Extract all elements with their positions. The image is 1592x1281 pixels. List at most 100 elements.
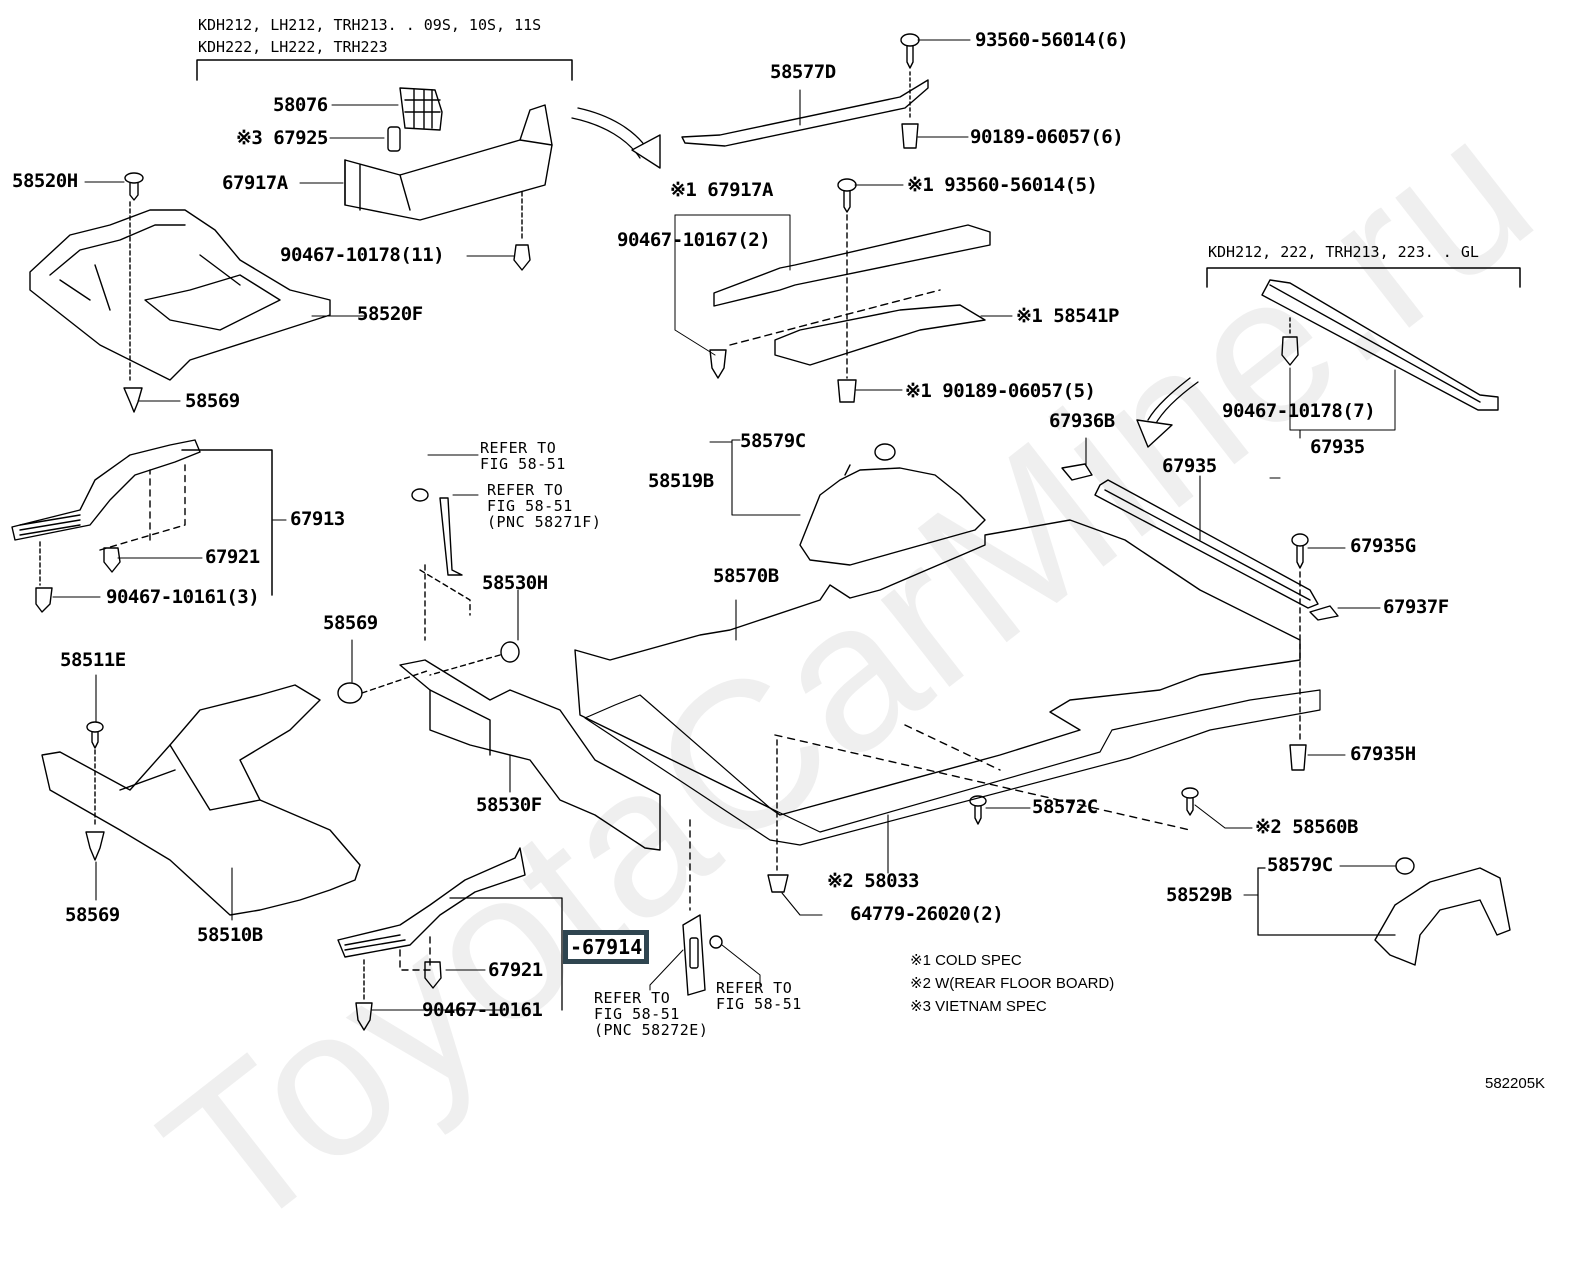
label-58569-top[interactable]: 58569 bbox=[185, 390, 240, 412]
label-64779-26020-2[interactable]: 64779-26020(2) bbox=[850, 903, 1004, 925]
clip-58579C-bottom[interactable] bbox=[1396, 858, 1414, 874]
clip-58560B[interactable] bbox=[1182, 788, 1198, 815]
bolt-67935G[interactable] bbox=[1292, 534, 1308, 568]
part-58510B-floor-cover[interactable] bbox=[42, 685, 360, 915]
refer-to-fig-58-51-pnc-58271F[interactable]: REFER TO FIG 58-51 (PNC 58271F) bbox=[487, 481, 602, 531]
clip-67921-top[interactable] bbox=[104, 548, 120, 572]
label-67913[interactable]: 67913 bbox=[290, 508, 345, 530]
label-93560-56014-6[interactable]: 93560-56014(6) bbox=[975, 29, 1129, 51]
refer-clip-top bbox=[412, 489, 428, 501]
part-67937F-pad[interactable] bbox=[1310, 606, 1338, 620]
label-67914-highlighted[interactable]: -67914 bbox=[563, 930, 650, 964]
part-58530F-duct[interactable] bbox=[400, 660, 660, 850]
applicability-bracket-2 bbox=[1207, 268, 1520, 287]
part-58520H-clip[interactable] bbox=[125, 173, 143, 200]
label-58520F[interactable]: 58520F bbox=[357, 303, 423, 325]
label-93560-56014-5[interactable]: ※1 93560-56014(5) bbox=[907, 174, 1098, 196]
label-58541P[interactable]: ※1 58541P bbox=[1016, 305, 1119, 327]
label-67935-gl[interactable]: 67935 bbox=[1310, 436, 1365, 458]
label-90467-10161[interactable]: 90467-10161 bbox=[422, 999, 543, 1021]
clip-58569-bottom[interactable] bbox=[86, 832, 104, 860]
bolt-93560-mid[interactable] bbox=[838, 179, 856, 212]
label-67935[interactable]: 67935 bbox=[1162, 455, 1217, 477]
label-90467-10161-3[interactable]: 90467-10161(3) bbox=[106, 586, 260, 608]
applicability-bracket-1 bbox=[197, 60, 572, 80]
part-67935-rail[interactable] bbox=[1095, 480, 1318, 608]
label-58579C-bottom[interactable]: 58579C bbox=[1267, 854, 1333, 876]
label-90467-10167-2[interactable]: 90467-10167(2) bbox=[617, 229, 771, 251]
clip-90467-10161[interactable] bbox=[356, 1003, 372, 1030]
label-58572C[interactable]: 58572C bbox=[1032, 796, 1098, 818]
label-67935H[interactable]: 67935H bbox=[1350, 743, 1416, 765]
label-67921-bottom[interactable]: 67921 bbox=[488, 959, 543, 981]
label-58529B[interactable]: 58529B bbox=[1166, 884, 1232, 906]
direction-arrow-1 bbox=[572, 108, 660, 168]
label-90467-10178-7[interactable]: 90467-10178(7) bbox=[1222, 400, 1376, 422]
refer-to-fig-58-51-a[interactable]: REFER TO FIG 58-51 bbox=[480, 439, 566, 473]
part-67914-scuff-plate[interactable] bbox=[338, 848, 525, 957]
part-58541P-plate[interactable] bbox=[775, 305, 985, 365]
refer-bracket-58272E bbox=[683, 915, 705, 995]
clip-58579C-top[interactable] bbox=[875, 444, 895, 460]
part-58520F-floor-cover[interactable] bbox=[30, 210, 330, 380]
applicability-group-2-line-1: KDH212, 222, TRH213, 223. . GL bbox=[1208, 243, 1479, 261]
nut-90189-top[interactable] bbox=[902, 124, 918, 148]
label-58519B[interactable]: 58519B bbox=[648, 470, 714, 492]
part-58570B-carpet[interactable] bbox=[575, 520, 1300, 815]
part-58529B-housing[interactable] bbox=[1375, 868, 1510, 965]
label-67917A-cold[interactable]: ※1 67917A bbox=[670, 179, 773, 201]
label-58076[interactable]: 58076 bbox=[273, 94, 328, 116]
label-58579C-top[interactable]: 58579C bbox=[740, 430, 806, 452]
label-90189-06057-5[interactable]: ※1 90189-06057(5) bbox=[905, 380, 1096, 402]
label-67921-top[interactable]: 67921 bbox=[205, 546, 260, 568]
clip-58569-mid[interactable] bbox=[338, 683, 362, 703]
label-58033[interactable]: ※2 58033 bbox=[827, 870, 920, 892]
part-67925-pad[interactable] bbox=[388, 127, 400, 151]
clip-58572C[interactable] bbox=[970, 796, 986, 824]
part-58033-floor-board[interactable] bbox=[585, 690, 1320, 845]
bolt-93560-top[interactable] bbox=[901, 34, 919, 68]
label-58577D[interactable]: 58577D bbox=[770, 61, 836, 83]
refer-clip-bottom bbox=[710, 936, 722, 948]
part-58076-grille[interactable] bbox=[400, 88, 442, 130]
part-67917A-rail[interactable] bbox=[714, 225, 990, 306]
label-58570B[interactable]: 58570B bbox=[713, 565, 779, 587]
clip-67921-bottom[interactable] bbox=[425, 962, 441, 988]
part-58577D-bracket[interactable] bbox=[682, 80, 928, 146]
clip-90467-10167[interactable] bbox=[710, 350, 726, 378]
label-58560B[interactable]: ※2 58560B bbox=[1255, 816, 1358, 838]
clip-58511E[interactable] bbox=[87, 722, 103, 748]
label-67937F[interactable]: 67937F bbox=[1383, 596, 1449, 618]
clip-90467-10161-3[interactable] bbox=[36, 588, 52, 612]
label-58569-mid[interactable]: 58569 bbox=[323, 612, 378, 634]
refer-to-fig-58-51-b[interactable]: REFER TO FIG 58-51 bbox=[716, 979, 802, 1013]
clip-64779-26020[interactable] bbox=[768, 875, 788, 892]
part-58569-clip-top[interactable] bbox=[124, 388, 142, 412]
clip-90467-10178-7[interactable] bbox=[1282, 337, 1298, 365]
refer-to-fig-58-51-pnc-58272E[interactable]: REFER TO FIG 58-51 (PNC 58272E) bbox=[594, 989, 709, 1039]
part-67917A-support[interactable] bbox=[345, 105, 552, 220]
label-90189-06057-6[interactable]: 90189-06057(6) bbox=[970, 126, 1124, 148]
part-67935-scuff-plate-gl[interactable] bbox=[1262, 280, 1498, 410]
label-67935G[interactable]: 67935G bbox=[1350, 535, 1416, 557]
nut-67935H[interactable] bbox=[1290, 745, 1306, 770]
label-67925[interactable]: ※3 67925 bbox=[236, 127, 329, 149]
label-67917A[interactable]: 67917A bbox=[222, 172, 288, 194]
label-58511E[interactable]: 58511E bbox=[60, 649, 126, 671]
nut-90189-mid[interactable] bbox=[838, 380, 856, 402]
label-58520H[interactable]: 58520H bbox=[12, 170, 78, 192]
label-58530H[interactable]: 58530H bbox=[482, 572, 548, 594]
label-67936B[interactable]: 67936B bbox=[1049, 410, 1115, 432]
part-90467-10178-clip[interactable] bbox=[514, 245, 530, 270]
label-67914-text: 67914 bbox=[582, 935, 643, 959]
label-58510B[interactable]: 58510B bbox=[197, 924, 263, 946]
applicability-group-1-line-2: KDH222, LH222, TRH223 bbox=[198, 38, 388, 56]
clip-58530H[interactable] bbox=[501, 642, 519, 662]
part-58519B-housing[interactable] bbox=[800, 465, 985, 565]
label-58530F[interactable]: 58530F bbox=[476, 794, 542, 816]
part-67936B-pad[interactable] bbox=[1062, 464, 1092, 480]
part-67913-scuff-plate[interactable] bbox=[12, 440, 200, 540]
label-90467-10178-11[interactable]: 90467-10178(11) bbox=[280, 244, 445, 266]
label-58569-bottom[interactable]: 58569 bbox=[65, 904, 120, 926]
parts-diagram bbox=[0, 0, 1592, 1099]
